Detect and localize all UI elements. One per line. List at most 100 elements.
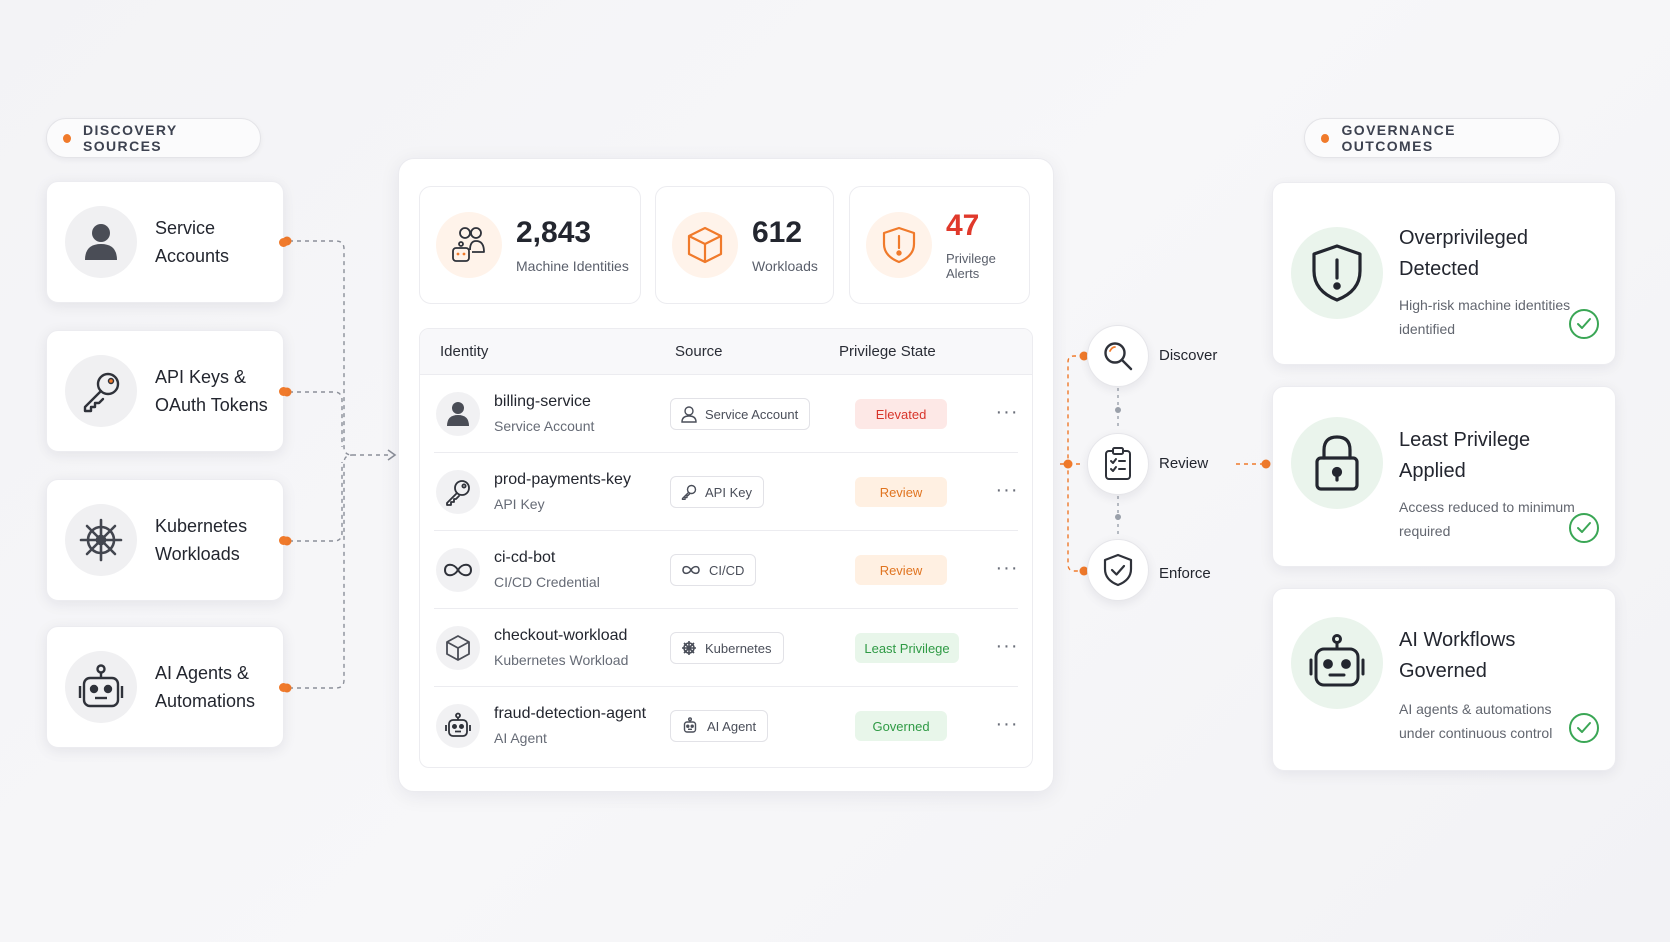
- stat-workloads[interactable]: 612 Workloads: [655, 186, 834, 304]
- outcome-title: Overprivileged Detected: [1399, 227, 1528, 280]
- status-badge: Review: [855, 555, 947, 585]
- more-options-icon[interactable]: ···: [995, 401, 1019, 423]
- more-options-icon[interactable]: ···: [995, 557, 1019, 579]
- source-label: AI Agents & Automations: [155, 663, 256, 711]
- more-options-icon[interactable]: ···: [995, 479, 1019, 501]
- status-badge: Governed: [855, 711, 947, 741]
- table-row[interactable]: billing-service Service Account Service …: [434, 375, 1018, 453]
- table-row[interactable]: prod-payments-key API Key API Key Review…: [434, 453, 1018, 531]
- connector-port: [279, 536, 288, 545]
- identity-name: prod-payments-key: [494, 471, 631, 488]
- shield-alert-icon: [866, 212, 932, 278]
- table-header: Identity Source Privilege State: [420, 329, 1032, 375]
- outcome-description: High-risk machine identities identified: [1399, 297, 1571, 337]
- discovery-sources-heading: DISCOVERY SOURCES: [46, 118, 261, 158]
- stat-label: Privilege Alerts: [946, 251, 996, 281]
- column-header-identity[interactable]: Identity: [440, 343, 489, 360]
- user-icon: [65, 206, 137, 278]
- search-icon: [1104, 342, 1133, 371]
- status-dot: [1321, 133, 1330, 143]
- identity-panel: 2,843 Machine Identities 612 Workloads 4…: [398, 158, 1054, 792]
- cube-icon: [672, 212, 738, 278]
- stat-value: 2,843: [516, 216, 592, 249]
- outcome-title: AI Workflows Governed: [1399, 629, 1516, 682]
- source-card-kubernetes[interactable]: Kubernetes Workloads: [46, 479, 288, 601]
- source-label: Kubernetes Workloads: [155, 516, 248, 564]
- identity-table: Identity Source Privilege State billing-…: [419, 328, 1033, 768]
- step-enforce[interactable]: [1087, 539, 1149, 601]
- source-tag: CI/CD: [670, 554, 757, 586]
- helm-wheel-icon: [65, 504, 137, 576]
- key-icon: [65, 355, 137, 427]
- status-badge: Least Privilege: [855, 633, 959, 663]
- connector-port: [279, 683, 288, 692]
- robot-icon: [436, 704, 480, 748]
- connector-port: [279, 238, 288, 247]
- status-badge: Review: [855, 477, 947, 507]
- identity-name: ci-cd-bot: [494, 549, 556, 566]
- identities-icon: [436, 212, 502, 278]
- stat-value: 612: [752, 216, 803, 249]
- source-label: Service Accounts: [155, 218, 230, 266]
- column-header-source[interactable]: Source: [675, 343, 723, 360]
- table-row[interactable]: checkout-workload Kubernetes Workload Ku…: [434, 609, 1018, 687]
- source-card-ai-agents[interactable]: AI Agents & Automations: [46, 626, 288, 748]
- status-badge: Elevated: [855, 399, 947, 429]
- shield-check-icon: [1103, 553, 1133, 587]
- key-icon: [436, 470, 480, 514]
- key-outline-icon: [681, 484, 697, 500]
- identity-name: checkout-workload: [494, 627, 628, 644]
- clipboard-check-icon: [1105, 447, 1131, 480]
- user-icon: [436, 392, 480, 436]
- robot-icon: [1291, 617, 1383, 709]
- stat-privilege-alerts[interactable]: 47 Privilege Alerts: [849, 186, 1030, 304]
- check-icon: [1569, 309, 1599, 339]
- source-tag: Kubernetes: [670, 632, 784, 664]
- step-discover[interactable]: [1087, 325, 1149, 387]
- lock-icon: [1291, 417, 1383, 509]
- table-row[interactable]: fraud-detection-agent AI Agent AI Agent …: [434, 687, 1018, 765]
- outcome-card-least-privilege[interactable]: Least Privilege Applied Access reduced t…: [1272, 386, 1616, 567]
- identity-type: AI Agent: [494, 730, 547, 746]
- source-tag: API Key: [670, 476, 764, 508]
- outcome-description: AI agents & automations under continuous…: [1399, 701, 1553, 741]
- identity-name: fraud-detection-agent: [494, 705, 647, 722]
- infinity-icon: [436, 548, 480, 592]
- source-card-service-accounts[interactable]: Service Accounts: [46, 181, 288, 303]
- step-label-review: Review: [1159, 455, 1209, 472]
- check-icon: [1569, 513, 1599, 543]
- connector-port: [279, 387, 288, 396]
- source-card-api-keys[interactable]: API Keys & OAuth Tokens: [46, 330, 288, 452]
- check-icon: [1569, 713, 1599, 743]
- stat-label: Workloads: [752, 258, 818, 274]
- outcome-card-ai-workflows[interactable]: AI Workflows Governed AI agents & automa…: [1272, 588, 1616, 771]
- identity-type: Kubernetes Workload: [494, 652, 629, 668]
- stat-label: Machine Identities: [516, 258, 629, 274]
- source-tag: AI Agent: [670, 710, 769, 742]
- identity-type: Service Account: [494, 418, 595, 434]
- table-row[interactable]: ci-cd-bot CI/CD Credential CI/CD Review …: [434, 531, 1018, 609]
- identity-name: billing-service: [494, 393, 591, 410]
- robot-outline-icon: [683, 717, 697, 733]
- stat-machine-identities[interactable]: 2,843 Machine Identities: [419, 186, 641, 304]
- step-review[interactable]: [1087, 433, 1149, 495]
- infinity-outline-icon: [682, 565, 700, 575]
- user-outline-icon: [681, 405, 697, 423]
- shield-alert-icon: [1291, 227, 1383, 319]
- outcome-card-overprivileged[interactable]: Overprivileged Detected High-risk machin…: [1272, 182, 1616, 365]
- step-label-discover: Discover: [1159, 347, 1218, 364]
- source-tag: Service Account: [670, 398, 811, 430]
- more-options-icon[interactable]: ···: [995, 713, 1019, 735]
- governance-outcomes-heading: GOVERNANCE OUTCOMES: [1304, 118, 1560, 158]
- more-options-icon[interactable]: ···: [995, 635, 1019, 657]
- identity-type: CI/CD Credential: [494, 574, 600, 590]
- helm-wheel-icon: [682, 641, 696, 655]
- cube-icon: [436, 626, 480, 670]
- robot-icon: [65, 651, 137, 723]
- identity-type: API Key: [494, 496, 545, 512]
- outcome-title: Least Privilege Applied: [1399, 429, 1531, 482]
- status-dot: [63, 133, 72, 143]
- outcome-description: Access reduced to minimum required: [1399, 499, 1575, 539]
- stat-value: 47: [946, 209, 980, 242]
- column-header-privilege-state[interactable]: Privilege State: [839, 343, 936, 360]
